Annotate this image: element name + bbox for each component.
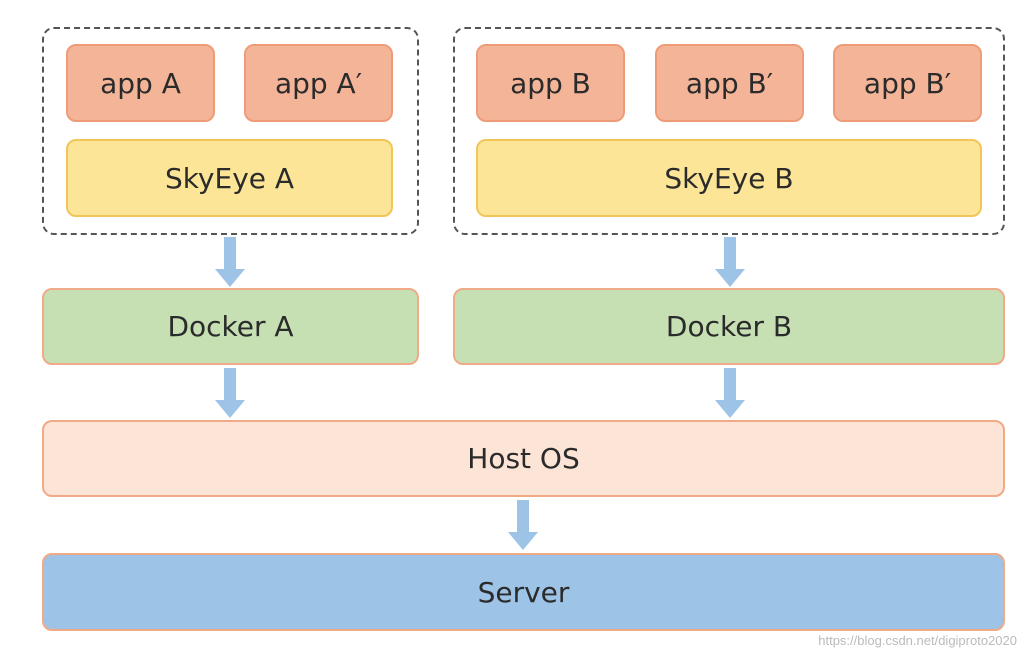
server-box: Server (42, 553, 1005, 631)
app-b-prime-box: app B′ (655, 44, 804, 122)
skyeye-a-box: SkyEye A (66, 139, 393, 217)
watermark-text: https://blog.csdn.net/digiproto2020 (818, 633, 1017, 648)
host-os-box: Host OS (42, 420, 1005, 497)
down-arrow-icon (215, 237, 245, 287)
app-a-box: app A (66, 44, 215, 122)
down-arrow-icon (508, 500, 538, 550)
down-arrow-icon (215, 368, 245, 418)
down-arrow-icon (715, 368, 745, 418)
container-group-a (42, 27, 419, 235)
app-b-prime-box-2: app B′ (833, 44, 982, 122)
app-b-box: app B (476, 44, 625, 122)
container-group-b (453, 27, 1005, 235)
docker-b-box: Docker B (453, 288, 1005, 365)
skyeye-b-box: SkyEye B (476, 139, 982, 217)
docker-a-box: Docker A (42, 288, 419, 365)
down-arrow-icon (715, 237, 745, 287)
app-a-prime-box: app A′ (244, 44, 393, 122)
